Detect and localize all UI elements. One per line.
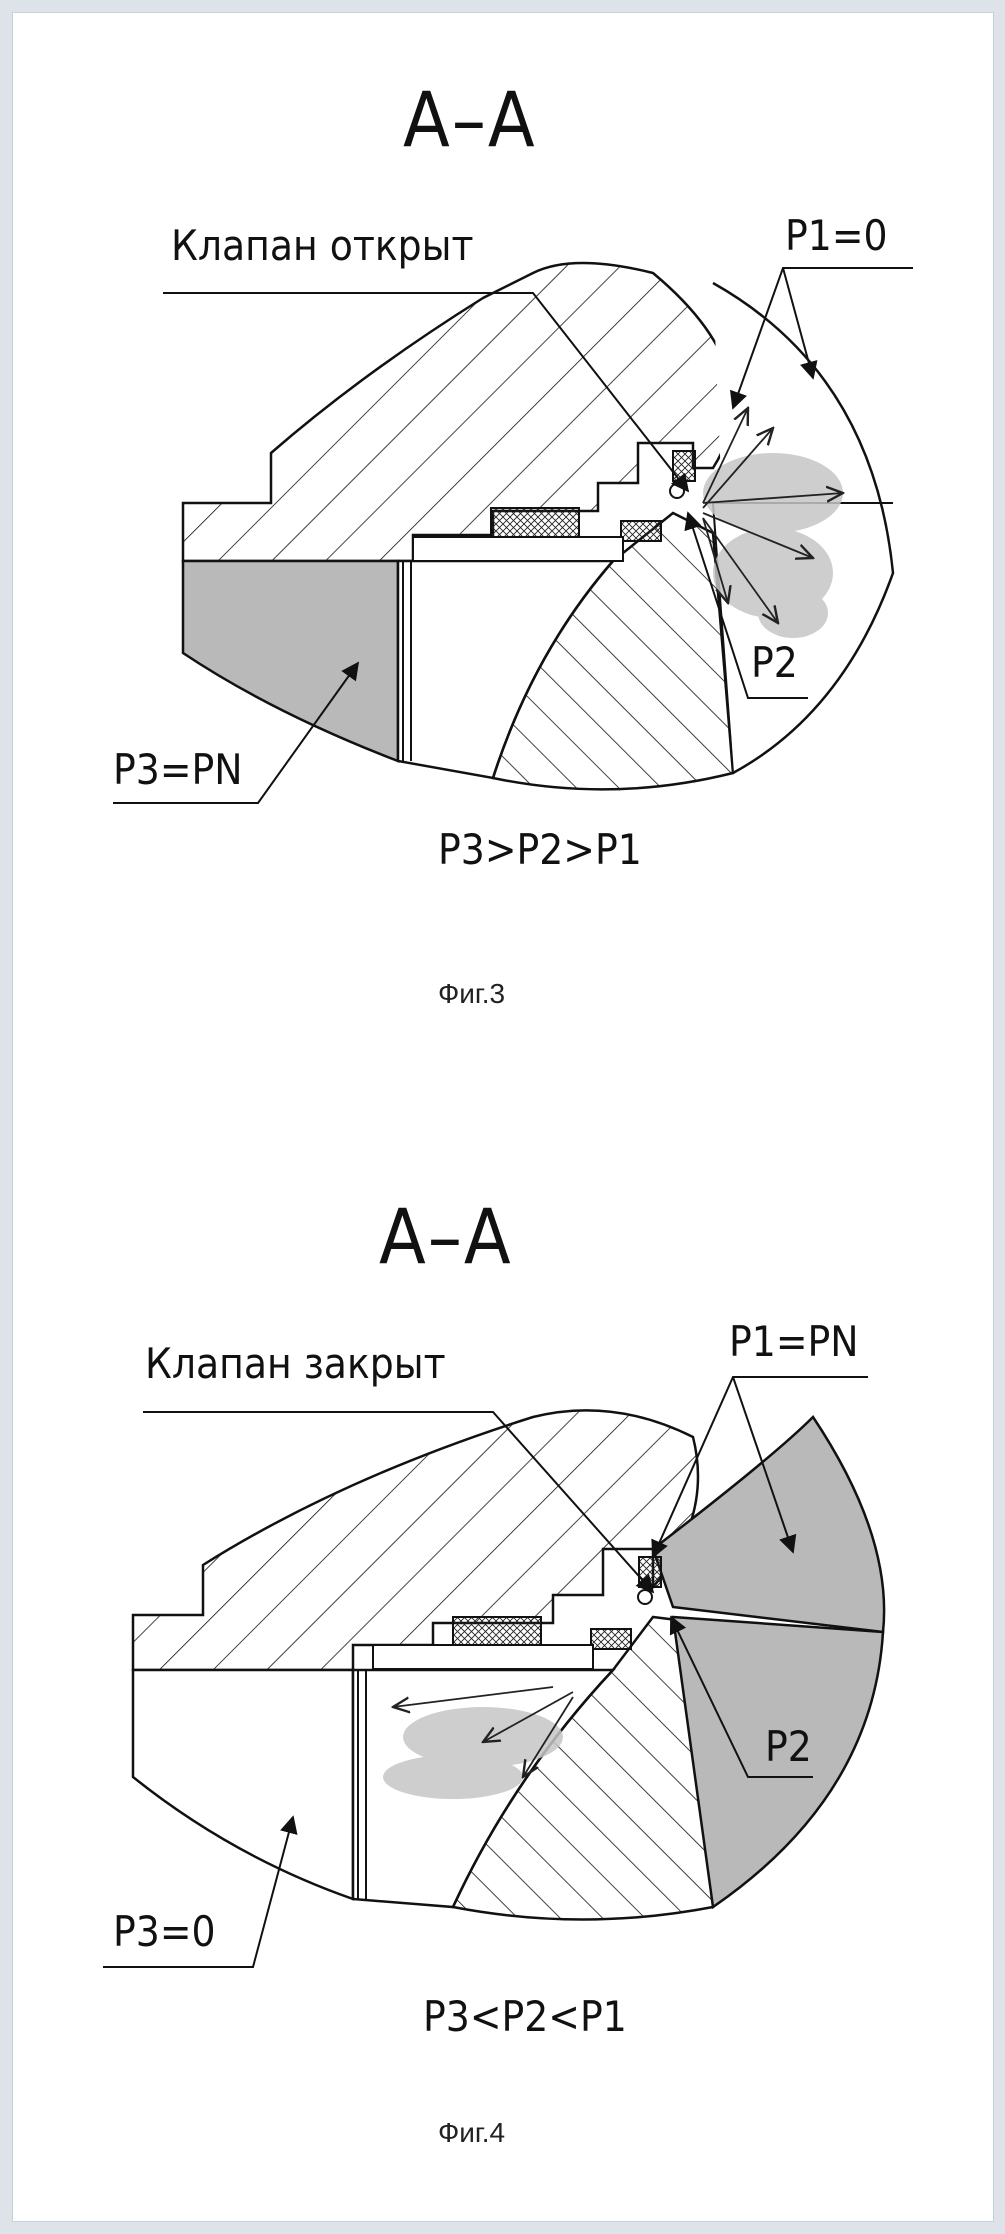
section-drawing-closed [103,1376,886,1968]
figure-4: A–A Клапан закрыт P1=PN P2 P3=0 P3<P2<P1… [13,1117,993,2221]
pressure-zone-p3 [181,559,400,763]
p2-label: P2 [751,638,798,687]
p1-label: P1=0 [785,211,888,260]
flow-arrows [702,408,843,623]
valve-state-label: Клапан закрыт [145,1339,446,1388]
figure-caption: Фиг.4 [438,2117,506,2148]
p1-label: P1=PN [729,1317,859,1366]
body-hatch-upper [181,261,735,563]
p3-label: P3=0 [113,1907,216,1956]
figure-3: A–A Клапан открыт P1=0 P2 P3=PN P3>P2>P1… [13,13,993,1113]
figure-caption: Фиг.3 [438,978,506,1009]
leader-lines [103,1376,868,1968]
flow-arrows [393,1686,574,1777]
page-frame: A–A Клапан открыт P1=0 P2 P3=PN P3>P2>P1… [12,12,994,2222]
valve-state-label: Клапан открыт [171,221,474,270]
p2-label: P2 [765,1722,812,1771]
pressure-relation: P3<P2<P1 [423,1992,627,2041]
body-hatch-upper [131,1409,700,1672]
pressure-zone-p1 [651,1415,886,1910]
leader-lines [113,267,913,804]
seal-assembly [412,450,696,562]
section-title: A–A [379,1192,513,1281]
pressure-relation: P3>P2>P1 [438,825,642,874]
p3-label: P3=PN [113,745,243,794]
section-drawing-open [113,261,913,804]
body-hatch-lower [491,511,735,791]
seal-assembly [372,1556,662,1670]
section-title: A–A [403,75,537,164]
